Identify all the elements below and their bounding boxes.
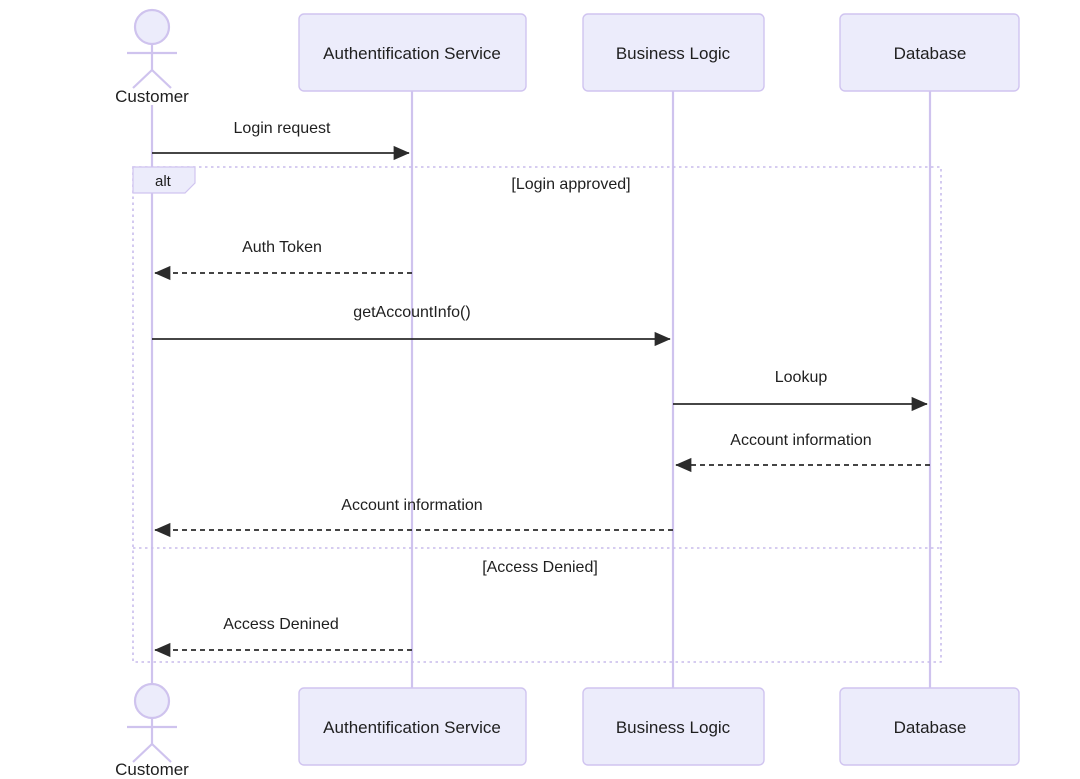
alt-condition-login-approved: [Login approved] — [511, 176, 630, 193]
actor-customer-bottom[interactable]: Customer — [115, 682, 189, 779]
participant-database-bottom-box — [839, 687, 1020, 766]
message-account-information-db-label: Account information — [730, 432, 871, 449]
message-lookup-label: Lookup — [775, 369, 828, 386]
message-auth-token[interactable]: Auth Token — [154, 239, 412, 281]
actor-head-icon — [133, 8, 171, 46]
participant-database-bottom-label: Database — [894, 718, 967, 737]
participant-auth-bottom-box — [298, 687, 527, 766]
actor-right-leg-line — [151, 743, 172, 763]
message-account-information-customer-label: Account information — [341, 497, 482, 514]
message-get-account-info[interactable]: getAccountInfo() — [152, 304, 671, 347]
participant-database-top-label: Database — [894, 44, 967, 63]
messages-group: Login request Auth Token getAccountInfo(… — [152, 120, 930, 658]
participant-business-bottom[interactable]: Business Logic — [582, 687, 765, 766]
participants-top: Customer Authentification Service Busine… — [115, 8, 1020, 106]
actor-customer-top-label: Customer — [115, 87, 189, 106]
lifelines-group — [150, 91, 932, 688]
actor-left-leg-line — [132, 69, 153, 89]
alt-operator-label: alt — [155, 173, 172, 190]
message-account-information-db[interactable]: Account information — [675, 432, 930, 473]
participants-bottom: Customer Authentification Service Busine… — [115, 682, 1020, 779]
participant-database-bottom[interactable]: Database — [839, 687, 1020, 766]
actor-left-leg-line — [132, 743, 153, 763]
participant-auth-top-box — [298, 13, 527, 92]
participant-database-top-box — [839, 13, 1020, 92]
actor-head-icon — [133, 682, 171, 720]
participant-auth-bottom-label: Authentification Service — [323, 718, 501, 737]
message-access-denied[interactable]: Access Denined — [154, 616, 412, 658]
participant-business-top-label: Business Logic — [616, 44, 731, 63]
actor-customer-top[interactable]: Customer — [115, 8, 189, 106]
message-lookup[interactable]: Lookup — [673, 369, 928, 412]
message-get-account-info-label: getAccountInfo() — [353, 304, 470, 321]
message-login-request[interactable]: Login request — [152, 120, 410, 161]
alt-fragment-border — [132, 166, 942, 663]
alt-fragment: alt [Login approved] [Access Denied] — [132, 166, 942, 663]
participant-business-top[interactable]: Business Logic — [582, 13, 765, 92]
actor-customer-bottom-label: Customer — [115, 760, 189, 779]
alt-operator-box — [132, 166, 196, 194]
participant-auth-bottom[interactable]: Authentification Service — [298, 687, 527, 766]
participant-auth-top-label: Authentification Service — [323, 44, 501, 63]
participant-business-top-box — [582, 13, 765, 92]
alt-condition-access-denied: [Access Denied] — [482, 559, 598, 576]
participant-business-bottom-label: Business Logic — [616, 718, 731, 737]
participant-auth-top[interactable]: Authentification Service — [298, 13, 527, 92]
message-access-denied-label: Access Denined — [223, 616, 339, 633]
message-login-request-label: Login request — [234, 120, 332, 137]
actor-right-leg-line — [151, 69, 172, 89]
message-auth-token-label: Auth Token — [242, 239, 322, 256]
message-account-information-customer[interactable]: Account information — [154, 497, 673, 538]
participant-business-bottom-box — [582, 687, 765, 766]
participant-database-top[interactable]: Database — [839, 13, 1020, 92]
